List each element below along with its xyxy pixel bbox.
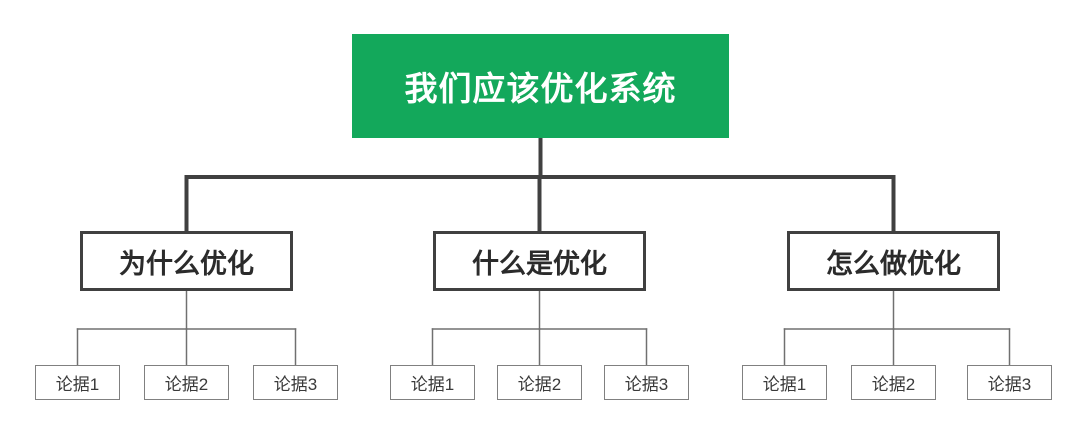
leaf-node-3-3[interactable]: 论据3 (967, 365, 1052, 400)
root-node[interactable]: 我们应该优化系统 (352, 34, 729, 138)
leaf-node-3-1[interactable]: 论据1 (742, 365, 827, 400)
leaf-node-2-2[interactable]: 论据2 (497, 365, 582, 400)
leaf-node-1-2[interactable]: 论据2 (144, 365, 229, 400)
leaf-node-3-2[interactable]: 论据2 (851, 365, 936, 400)
leaf-node-1-1[interactable]: 论据1 (35, 365, 120, 400)
leaf-node-1-3[interactable]: 论据3 (253, 365, 338, 400)
leaf-node-2-1[interactable]: 论据1 (390, 365, 475, 400)
leaf-node-2-3[interactable]: 论据3 (604, 365, 689, 400)
branch-node-3[interactable]: 怎么做优化 (787, 231, 1000, 291)
branch-node-2[interactable]: 什么是优化 (433, 231, 646, 291)
branch-node-1[interactable]: 为什么优化 (80, 231, 293, 291)
